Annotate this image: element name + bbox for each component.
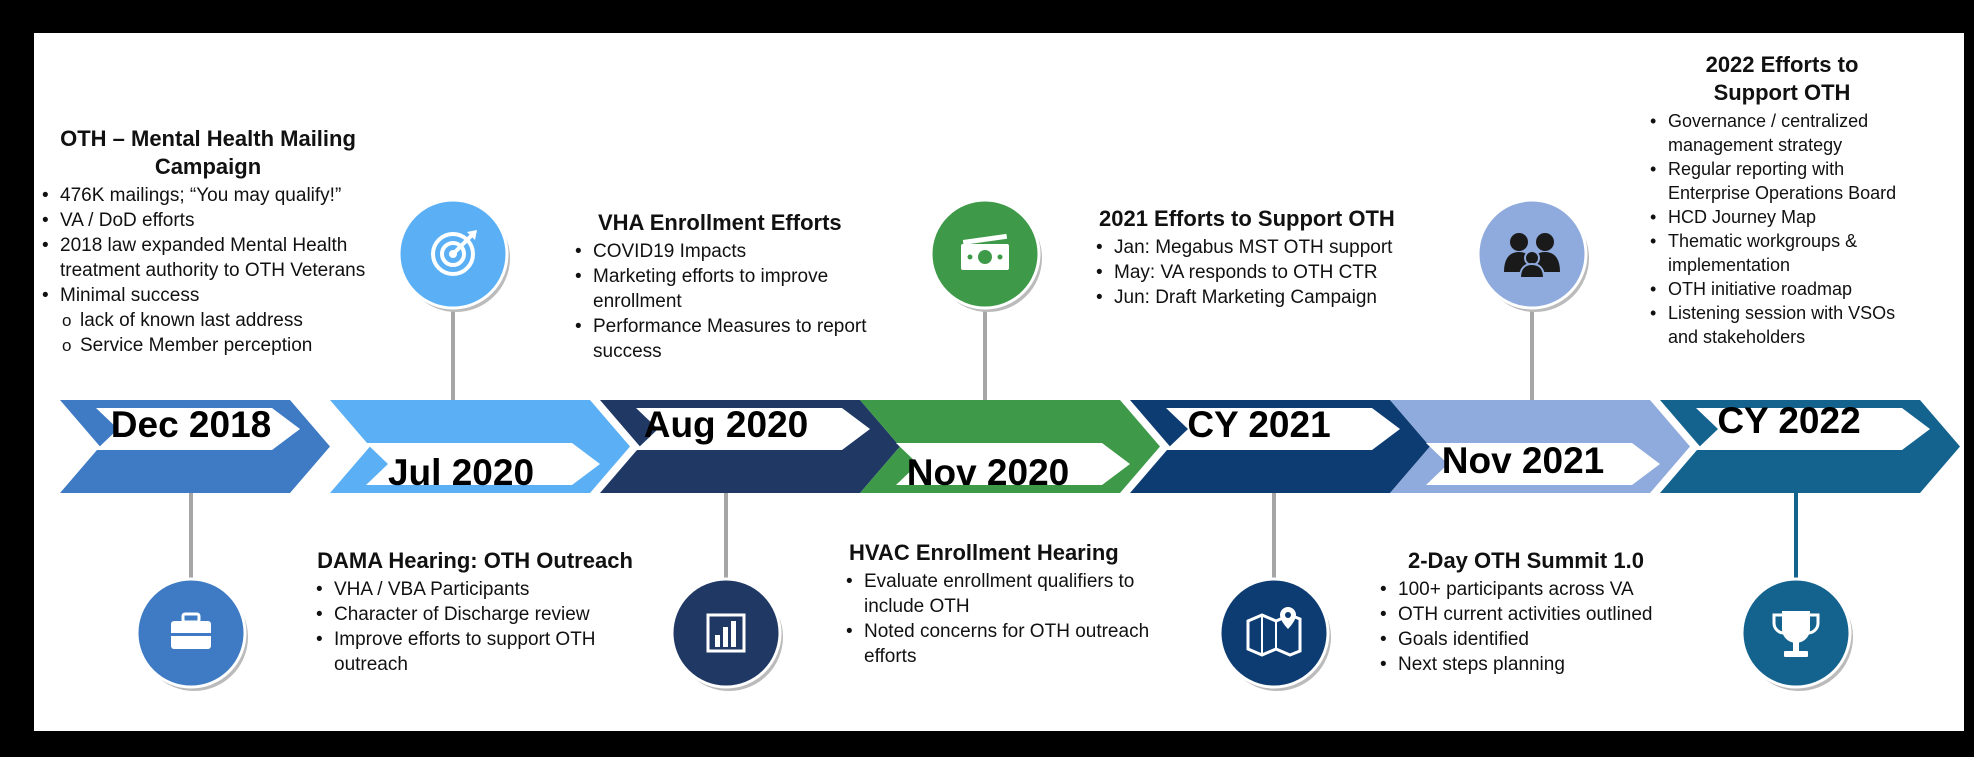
timeline-segment-face-4 <box>896 443 1130 485</box>
timeline-segment-face-5 <box>1166 408 1400 450</box>
bullet-list: 476K mailings; “You may qualify!”VA / Do… <box>38 183 373 358</box>
date-dec-2018: Dec 2018 <box>110 404 272 445</box>
timeline-segment-face-1 <box>96 408 300 450</box>
money-icon <box>929 198 1042 312</box>
map-pin-icon <box>1218 577 1331 691</box>
bullet-item: Governance / centralized management stra… <box>1650 109 1918 157</box>
bullet-item: 2018 law expanded Mental Health treatmen… <box>42 233 373 283</box>
bullet-list: 100+ participants across VAOTH current a… <box>1362 577 1702 677</box>
timeline-segment-face-7 <box>1696 408 1930 450</box>
date-nov-2021: Nov 2021 <box>1441 440 1605 481</box>
bullet-item: Character of Discharge review <box>316 602 630 627</box>
bullet-item: Thematic workgroups & implementation <box>1650 229 1918 277</box>
bullet-item: Performance Measures to report success <box>575 314 900 364</box>
bullet-item: Minimal success <box>42 283 373 308</box>
bullet-item: 100+ participants across VA <box>1380 577 1702 602</box>
block-oth-summit: 2-Day OTH Summit 1.0 100+ participants a… <box>1362 547 1702 677</box>
bullet-item: OTH current activities outlined <box>1380 602 1702 627</box>
bullet-item: Goals identified <box>1380 627 1702 652</box>
block-title: HVAC Enrollment Hearing <box>849 540 1119 565</box>
block-hvac-hearing: HVAC Enrollment Hearing Evaluate enrollm… <box>830 539 1170 669</box>
bullet-item: Marketing efforts to improve enrollment <box>575 264 900 314</box>
bullet-item: VHA / VBA Participants <box>316 577 630 602</box>
date-cy-2021: CY 2021 <box>1187 404 1331 445</box>
bullet-item: May: VA responds to OTH CTR <box>1096 260 1440 285</box>
bullet-item: OTH initiative roadmap <box>1650 277 1918 301</box>
trophy-icon <box>1740 577 1853 691</box>
timeline-segment-face-3 <box>636 408 870 450</box>
block-title: 2-Day OTH Summit 1.0 <box>1408 548 1644 573</box>
timeline-segment-face-2 <box>366 443 600 485</box>
block-2022-efforts: 2022 Efforts to Support OTH Governance /… <box>1620 51 1940 349</box>
block-title: 2021 Efforts to Support OTH <box>1099 206 1395 231</box>
bullet-list: COVID19 ImpactsMarketing efforts to impr… <box>560 239 900 364</box>
people-icon <box>1476 198 1589 312</box>
bullet-item: Jun: Draft Marketing Campaign <box>1096 285 1440 310</box>
block-vha-enrollment: VHA Enrollment Efforts COVID19 ImpactsMa… <box>560 209 900 364</box>
block-2021-efforts: 2021 Efforts to Support OTH Jan: Megabus… <box>1080 205 1440 310</box>
date-jul-2020: Jul 2020 <box>387 452 535 493</box>
block-dama-hearing: DAMA Hearing: OTH Outreach VHA / VBA Par… <box>310 547 633 677</box>
bullet-item: Listening session with VSOs and stakehol… <box>1650 301 1918 349</box>
date-cy-2022: CY 2022 <box>1717 400 1861 441</box>
bullet-list: Evaluate enrollment qualifiers to includ… <box>830 569 1170 669</box>
target-icon <box>397 198 510 312</box>
bullet-item: Jan: Megabus MST OTH support <box>1096 235 1440 260</box>
block-title: 2022 Efforts to Support OTH <box>1705 52 1859 105</box>
block-mailing-campaign: OTH – Mental Health Mailing Campaign 476… <box>38 125 373 358</box>
bullet-list: Jan: Megabus MST OTH supportMay: VA resp… <box>1080 235 1440 310</box>
bullet-list: VHA / VBA ParticipantsCharacter of Disch… <box>310 577 630 677</box>
sub-bullet-item: Service Member perception <box>60 333 373 358</box>
sub-bullet-item: lack of known last address <box>60 308 373 333</box>
bullet-list: Governance / centralized management stra… <box>1620 109 1918 349</box>
bullet-item: COVID19 Impacts <box>575 239 900 264</box>
block-title: VHA Enrollment Efforts <box>598 210 842 235</box>
bullet-item: HCD Journey Map <box>1650 205 1918 229</box>
block-title: OTH – Mental Health Mailing Campaign <box>60 126 356 179</box>
bullet-item: Noted concerns for OTH outreach efforts <box>846 619 1170 669</box>
bullet-item: Regular reporting with Enterprise Operat… <box>1650 157 1918 205</box>
date-aug-2020: Aug 2020 <box>643 404 809 445</box>
bullet-item: Evaluate enrollment qualifiers to includ… <box>846 569 1170 619</box>
date-nov-2020: Nov 2020 <box>906 452 1070 493</box>
bullet-item: VA / DoD efforts <box>42 208 373 233</box>
bullet-item: Improve efforts to support OTH outreach <box>316 627 630 677</box>
briefcase-icon <box>135 577 248 691</box>
bullet-item: Next steps planning <box>1380 652 1702 677</box>
block-title: DAMA Hearing: OTH Outreach <box>317 548 633 573</box>
bullet-item: 476K mailings; “You may qualify!” <box>42 183 373 208</box>
bar-chart-icon <box>670 577 783 691</box>
timeline-segment-face-6 <box>1426 443 1660 485</box>
